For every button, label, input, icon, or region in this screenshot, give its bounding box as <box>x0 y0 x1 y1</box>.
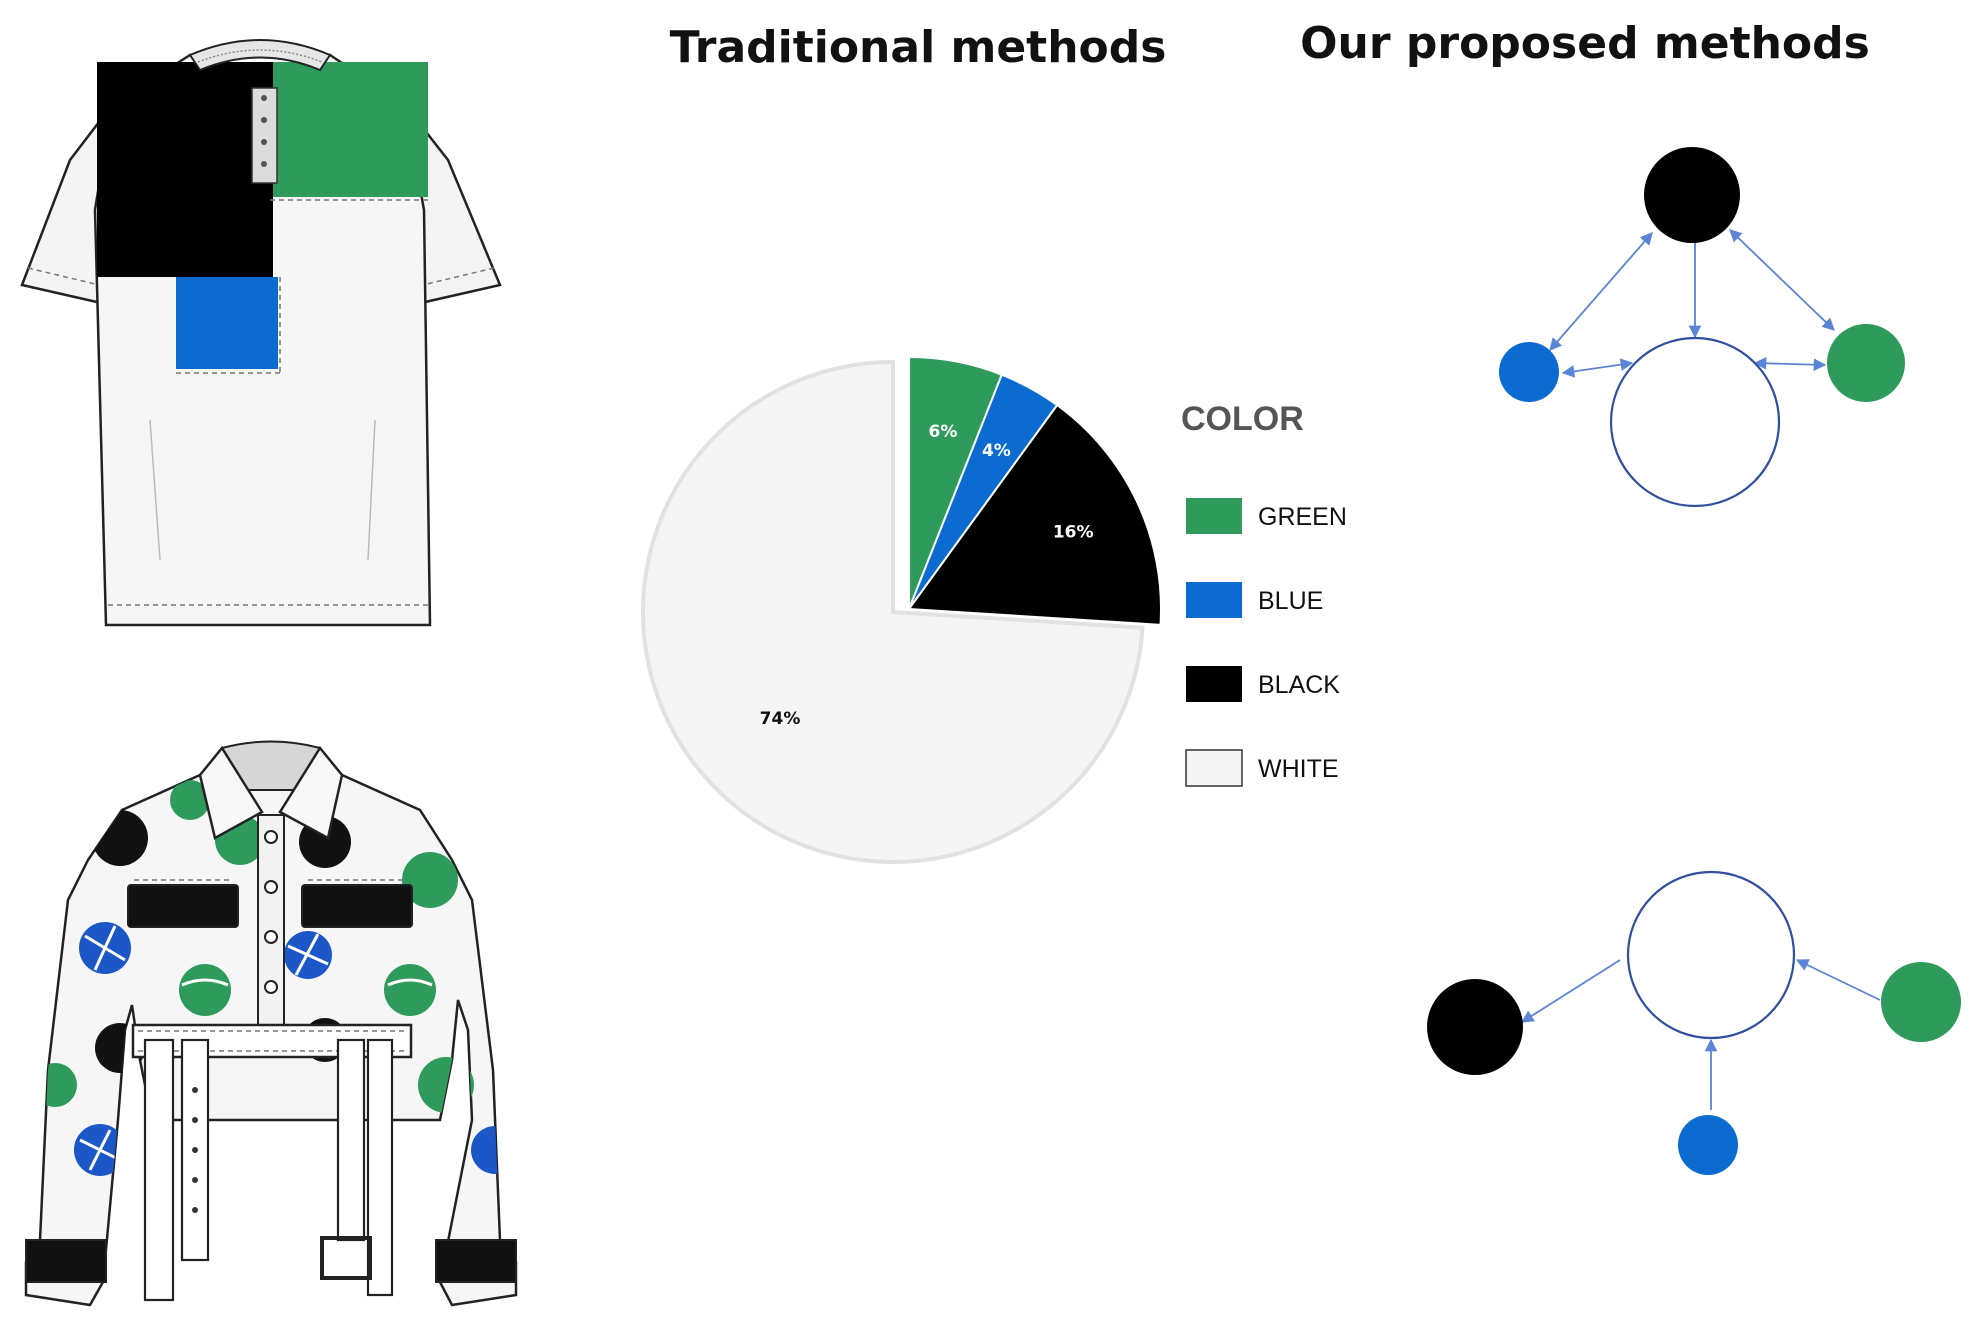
pie-label-green: 6% <box>929 422 958 442</box>
node-white <box>1609 336 1781 508</box>
legend-swatch-white <box>1185 749 1243 787</box>
edge-black-green <box>1729 229 1835 331</box>
jacket-illustration <box>24 740 518 1307</box>
edge-green-white <box>1753 357 1827 371</box>
pie-slice-labels: 6% 4% 16% 74% <box>760 422 1094 729</box>
node-green <box>1881 962 1961 1042</box>
legend-item-white: WHITE <box>1185 749 1339 787</box>
legend-swatch-green <box>1186 498 1242 534</box>
node-blue <box>1678 1115 1738 1175</box>
pie-label-white: 74% <box>760 709 801 729</box>
jacket-color-graph <box>1427 870 1961 1175</box>
node-green <box>1827 324 1905 402</box>
color-pie-chart <box>641 355 1162 864</box>
proposed-methods-heading: Our proposed methods <box>1300 18 1870 69</box>
edge-black-blue <box>1549 232 1653 351</box>
legend-swatch-black <box>1186 666 1242 702</box>
node-white <box>1626 870 1796 1040</box>
color-legend: COLOR GREEN BLUE BLACK WHITE <box>1181 400 1347 787</box>
legend-item-green: GREEN <box>1186 498 1347 534</box>
legend-label-white: WHITE <box>1258 755 1339 783</box>
pie-slice-white <box>641 359 1145 864</box>
edge-white-black <box>1520 959 1621 1023</box>
node-blue <box>1499 342 1559 402</box>
blue-pocket-panel <box>176 277 278 369</box>
node-black <box>1427 979 1523 1075</box>
pie-label-blue: 4% <box>982 441 1011 461</box>
black-chest-panel <box>97 62 273 277</box>
pie-slice-black <box>907 403 1162 626</box>
edge-green-white <box>1795 959 1881 1001</box>
edge-blue-white <box>1561 358 1634 378</box>
legend-label-green: GREEN <box>1258 503 1347 531</box>
legend-item-black: BLACK <box>1186 666 1340 702</box>
green-yoke-panel <box>270 62 428 197</box>
legend-label-black: BLACK <box>1258 671 1340 699</box>
tshirt-illustration <box>20 39 502 627</box>
legend-label-blue: BLUE <box>1258 587 1323 615</box>
pie-label-black: 16% <box>1053 523 1094 543</box>
node-black <box>1644 147 1740 243</box>
legend-item-blue: BLUE <box>1186 582 1323 618</box>
shirt-color-graph <box>1499 147 1905 508</box>
traditional-methods-heading: Traditional methods <box>670 22 1167 73</box>
legend-swatch-blue <box>1186 582 1242 618</box>
legend-title: COLOR <box>1181 400 1304 438</box>
